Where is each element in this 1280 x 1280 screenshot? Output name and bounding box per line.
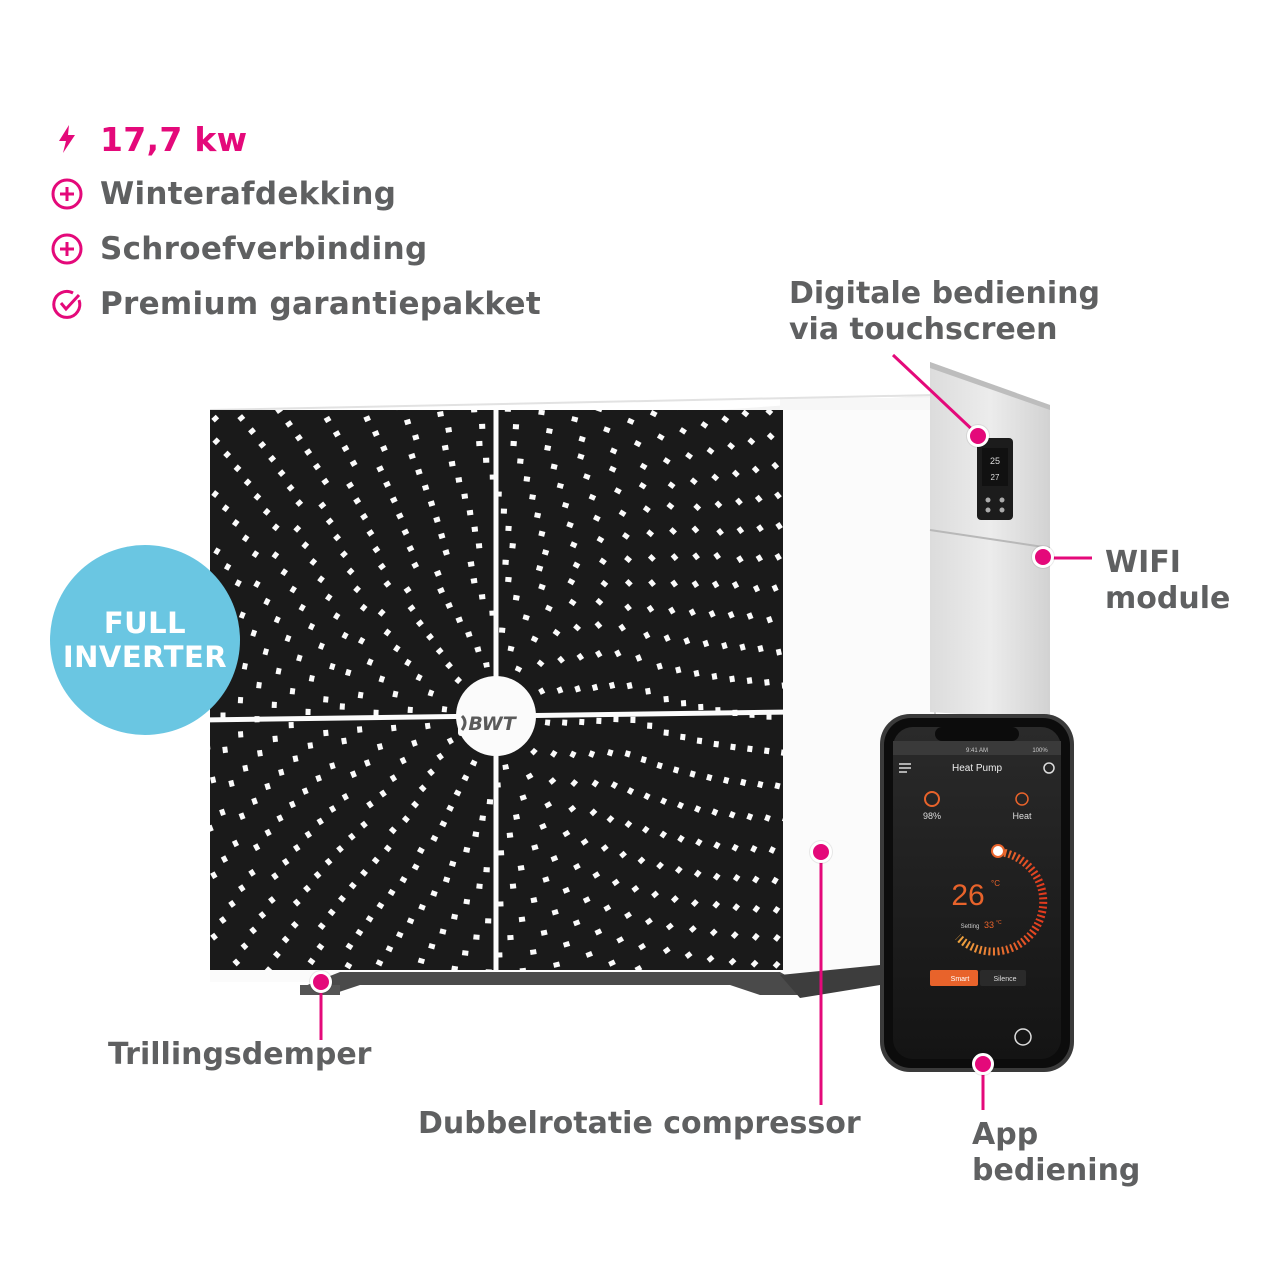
feature-warranty-text: Premium garantiepakket [100, 286, 541, 322]
dot-touchscreen [967, 425, 989, 447]
dot-wifi [1032, 546, 1054, 568]
callout-wifi-line-1: WIFI [1105, 545, 1181, 580]
app-setting-value: 33 [984, 920, 994, 930]
app-title: Heat Pump [952, 763, 1002, 774]
app-stat-mode: Heat [1012, 811, 1032, 821]
callout-touchscreen-line-2: via touchscreen [789, 312, 1058, 347]
callout-app: App bediening [972, 1117, 1140, 1189]
smartphone [880, 714, 1074, 1072]
phone-status-battery: 100% [1032, 748, 1048, 754]
callout-app-line-2: bediening [972, 1153, 1141, 1188]
app-setting-label: Setting [961, 924, 980, 930]
callout-touchscreen-line-1: Digitale bediening [789, 276, 1101, 311]
app-stat-percent: 98% [923, 811, 941, 821]
callout-app-line-1: App [972, 1117, 1039, 1152]
callout-compressor: Dubbelrotatie compressor [418, 1106, 861, 1141]
feature-screw-connection: Schroefverbinding [50, 229, 427, 269]
fan-grille [210, 410, 783, 970]
app-mode-smart: Smart [951, 976, 970, 983]
app-setting-unit: °C [996, 920, 1002, 926]
dot-app [972, 1053, 994, 1075]
display-temp-bottom: 27 [991, 473, 1000, 482]
check-circle-icon [50, 287, 84, 321]
app-temp-unit: °C [991, 879, 1000, 888]
callout-wifi-line-2: module [1105, 581, 1231, 616]
full-inverter-badge: FULL INVERTER [50, 545, 240, 735]
feature-screw-connection-text: Schroefverbinding [100, 231, 428, 267]
badge-line-1: FULL [103, 606, 187, 640]
lightning-icon [50, 122, 84, 156]
callout-vibration-damper: Trillingsdemper [108, 1037, 372, 1072]
display-temp-top: 25 [990, 456, 1000, 466]
feature-power: 17,7 kw [50, 119, 247, 159]
feature-winter-cover: Winterafdekking [50, 174, 396, 214]
control-column [929, 362, 1051, 720]
phone-status-time: 9:41 AM [966, 748, 988, 754]
badge-line-2: INVERTER [62, 640, 228, 674]
plus-circle-icon [50, 232, 84, 266]
brand-plate [458, 710, 522, 736]
dot-vibration-damper [310, 971, 332, 993]
callout-lines [319, 353, 1092, 1110]
dot-compressor [810, 841, 832, 863]
brand-logo: BWT [468, 713, 517, 735]
app-temperature: 26 [951, 879, 984, 912]
feature-warranty: Premium garantiepakket [50, 284, 541, 324]
plus-circle-icon [50, 177, 84, 211]
feature-winter-cover-text: Winterafdekking [100, 176, 397, 212]
callout-wifi: WIFI module [1105, 545, 1230, 617]
feature-power-text: 17,7 kw [100, 119, 248, 159]
app-mode-silence: Silence [994, 976, 1017, 983]
callout-touchscreen: Digitale bediening via touchscreen [789, 276, 1100, 348]
